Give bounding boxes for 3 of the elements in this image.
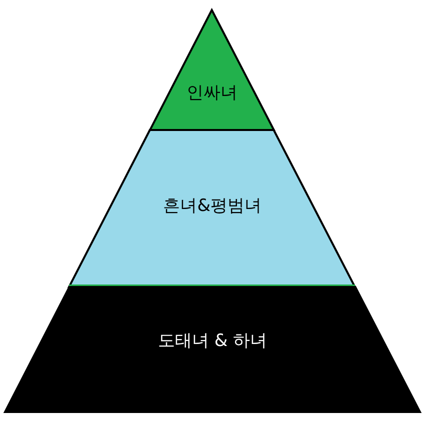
tier-label: 도태녀 & 하녀 [156,330,268,352]
tier-label: 흔녀&평범녀 [162,195,262,217]
tier-label: 인싸녀 [186,82,239,104]
